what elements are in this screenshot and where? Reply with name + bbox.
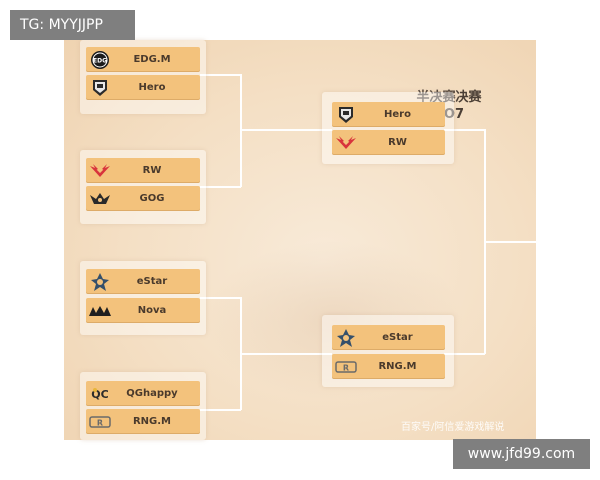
team-name: Hero	[138, 82, 166, 93]
source-credit: 百家号/阿信爱游戏解说	[401, 422, 505, 433]
team-slot[interactable]: eStar	[86, 269, 200, 294]
connector-line	[241, 353, 332, 355]
connector-line	[200, 297, 241, 299]
team-name: Nova	[137, 305, 167, 316]
rng-logo-icon: R	[332, 360, 360, 374]
rng-logo-icon: R	[86, 415, 114, 429]
team-slot[interactable]: GOG	[86, 186, 200, 211]
connector-line	[241, 129, 332, 131]
estar-logo-icon	[86, 272, 114, 292]
team-name: RNG.M	[132, 416, 172, 427]
connector-line	[444, 353, 485, 355]
team-name: Hero	[384, 109, 411, 120]
watermark-top-left: TG: MYYJJPP	[10, 10, 135, 40]
svg-text:R: R	[97, 418, 103, 427]
team-slot[interactable]: eStar	[332, 325, 445, 350]
watermark-bottom-right: www.jfd99.com	[453, 439, 590, 469]
team-name: RW	[142, 165, 162, 176]
team-name: eStar	[382, 332, 413, 343]
team-slot[interactable]: R RNG.M	[86, 409, 200, 434]
connector-line	[200, 409, 241, 411]
connector-line	[485, 241, 536, 243]
qghappy-logo-icon: QC	[86, 385, 114, 403]
rw-logo-icon	[86, 163, 114, 179]
team-slot[interactable]: Hero	[86, 75, 200, 100]
bracket-poster: 半决赛决赛 BO7	[64, 40, 536, 440]
hero-logo-icon	[86, 78, 114, 98]
nova-logo-icon	[86, 305, 114, 317]
team-slot[interactable]: Nova	[86, 298, 200, 323]
hero-logo-icon	[332, 105, 360, 125]
team-slot[interactable]: QC QGhappy	[86, 381, 200, 406]
team-name: RW	[388, 137, 407, 148]
estar-logo-icon	[332, 328, 360, 348]
svg-text:EDG: EDG	[93, 57, 107, 64]
rw-logo-icon	[332, 135, 360, 151]
gog-logo-icon	[86, 191, 114, 207]
team-name: eStar	[136, 276, 168, 287]
team-slot[interactable]: R RNG.M	[332, 354, 445, 379]
connector-line	[200, 74, 241, 76]
edg-logo-icon: EDG	[86, 50, 114, 70]
team-name: RNG.M	[378, 361, 417, 372]
connector-line	[200, 186, 241, 188]
team-name: EDG.M	[133, 54, 171, 65]
team-name: GOG	[139, 193, 165, 204]
team-slot[interactable]: RW	[86, 158, 200, 183]
team-slot[interactable]: RW	[332, 130, 445, 155]
svg-text:R: R	[343, 363, 349, 372]
connector-line	[444, 129, 485, 131]
team-slot[interactable]: Hero	[332, 102, 445, 127]
stage-title-line1: 半决赛决赛	[416, 90, 482, 105]
team-slot[interactable]: EDG EDG.M	[86, 47, 200, 72]
team-name: QGhappy	[126, 388, 178, 399]
